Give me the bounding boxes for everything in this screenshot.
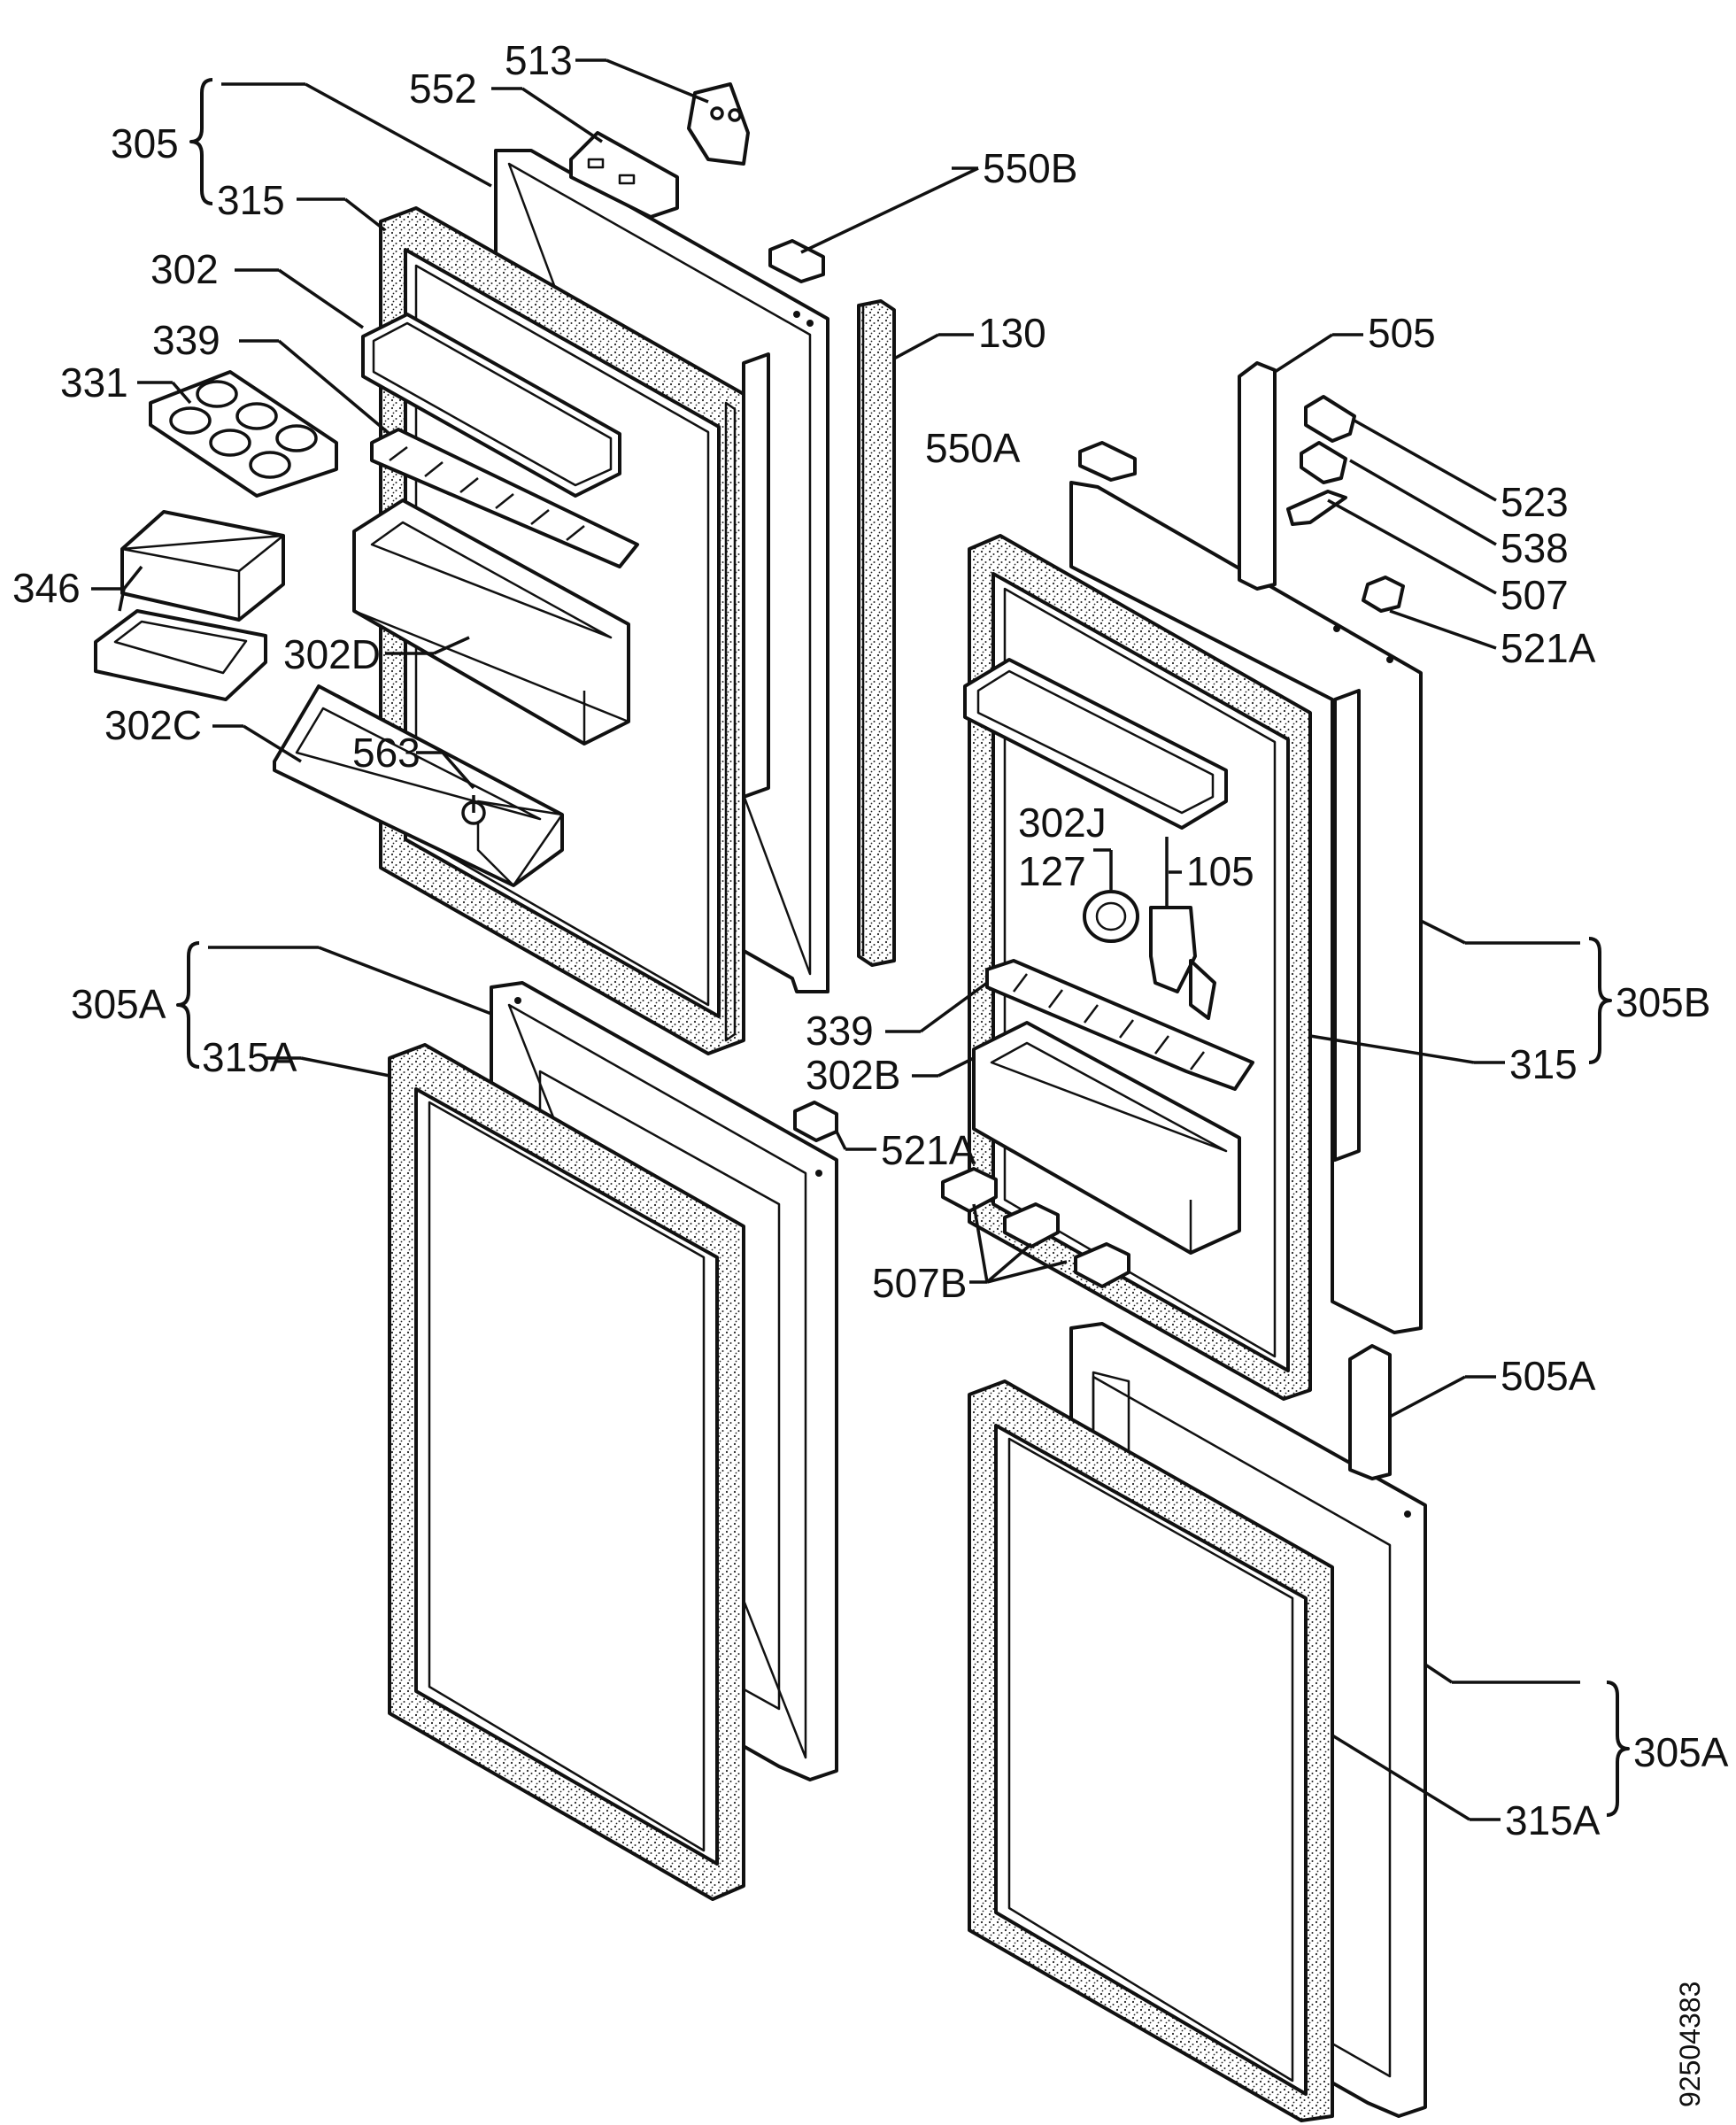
thermostat-105 xyxy=(1149,837,1216,1020)
label-550a: 550A xyxy=(925,425,1021,471)
cap-550a xyxy=(1078,441,1137,482)
label-305b: 305B xyxy=(1616,979,1710,1025)
door-gasket-315a-left xyxy=(388,1043,745,1901)
label-302c: 302C xyxy=(104,702,202,748)
label-127: 127 xyxy=(1018,848,1086,894)
clip-507b-1 xyxy=(941,1167,998,1213)
label-538: 538 xyxy=(1501,525,1569,571)
cap-521a-centre xyxy=(793,1101,838,1142)
hinge-strip-505a xyxy=(1348,1344,1392,1480)
label-302: 302 xyxy=(150,246,219,292)
label-339-right: 339 xyxy=(806,1008,874,1054)
door-inner-rail-right xyxy=(1333,689,1361,1162)
label-315-right: 315 xyxy=(1509,1041,1578,1087)
label-302d: 302D xyxy=(283,631,381,677)
label-331: 331 xyxy=(60,359,128,406)
label-552: 552 xyxy=(409,66,477,112)
sealing-strip-130 xyxy=(857,299,896,967)
label-550b: 550B xyxy=(983,145,1077,191)
knob-563 xyxy=(461,795,486,825)
egg-tray-331 xyxy=(149,370,338,498)
label-302b: 302B xyxy=(806,1052,900,1098)
bottle-shelf-302b xyxy=(972,1021,1241,1255)
braces xyxy=(176,78,1630,1817)
hinge-strip-505 xyxy=(1238,361,1277,591)
door-shelf-302 xyxy=(361,313,621,498)
bottle-shelf-302d xyxy=(352,498,630,746)
label-521a-centre: 521A xyxy=(881,1127,976,1173)
dairy-compartment-302c xyxy=(273,684,564,887)
label-130: 130 xyxy=(978,310,1046,356)
hinge-cover-552 xyxy=(569,131,679,219)
hinge-part-523 xyxy=(1304,395,1356,443)
drawing-number: 92504383 xyxy=(1674,1982,1706,2107)
label-507b: 507B xyxy=(872,1260,967,1306)
label-346: 346 xyxy=(12,565,81,611)
label-315a-left: 315A xyxy=(202,1034,297,1080)
label-305-top-left: 305 xyxy=(111,120,179,166)
label-505: 505 xyxy=(1368,310,1436,356)
callout-labels: 513 552 305 315 550B 302 130 505 339 331… xyxy=(12,37,1729,2107)
door-shelf-302j xyxy=(963,658,1228,830)
label-507: 507 xyxy=(1501,572,1569,618)
hinge-part-538 xyxy=(1300,441,1347,484)
clip-507b-3 xyxy=(1074,1242,1130,1288)
clip-507b-2 xyxy=(1003,1202,1060,1248)
label-523: 523 xyxy=(1501,479,1569,525)
label-105: 105 xyxy=(1186,848,1254,894)
label-339-left: 339 xyxy=(152,317,220,363)
door-inner-rail xyxy=(742,352,770,799)
leader-lines xyxy=(91,58,1580,1821)
door-grille-339-right xyxy=(985,959,1254,1091)
hinge-part-507 xyxy=(1286,490,1347,526)
label-563: 563 xyxy=(352,730,420,776)
cap-521a-right xyxy=(1362,576,1405,613)
butter-box-346 xyxy=(94,510,285,701)
label-315a-right: 315A xyxy=(1505,1797,1601,1843)
door-gasket-315a-right xyxy=(968,1379,1334,2122)
hinge-bracket-513 xyxy=(687,82,750,166)
label-302j: 302J xyxy=(1018,800,1107,846)
label-513: 513 xyxy=(505,37,573,83)
knob-127 xyxy=(1083,890,1139,943)
label-305a-left: 305A xyxy=(71,981,166,1027)
label-505a: 505A xyxy=(1501,1353,1596,1399)
label-315-top-left: 315 xyxy=(217,177,285,223)
door-grille-339 xyxy=(370,428,639,568)
cap-550b xyxy=(768,239,825,283)
label-305a-right: 305A xyxy=(1633,1729,1729,1775)
label-521a-right: 521A xyxy=(1501,625,1596,671)
